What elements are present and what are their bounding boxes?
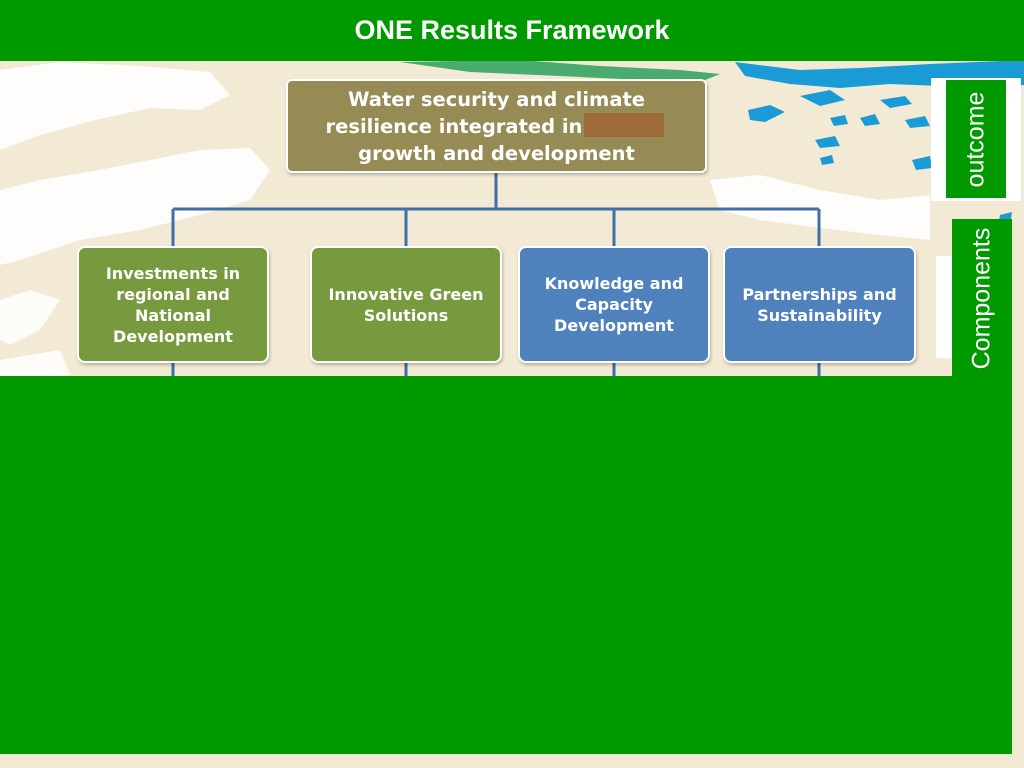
components-side-label-text: Components [967, 227, 996, 369]
component-label: Knowledge and Capacity Development [544, 274, 684, 335]
outcome-text-before: Water security and climate resilience in… [325, 87, 646, 138]
title-bar: ONE Results Framework [0, 0, 1024, 61]
outcome-text-after: growth and development [358, 141, 635, 165]
component-label: Investments in regional and National Dev… [105, 263, 241, 346]
component-knowledge-capacity: Knowledge and Capacity Development [518, 246, 710, 363]
components-side-label: Components [952, 219, 1012, 377]
page-title: ONE Results Framework [354, 15, 670, 45]
component-label: Partnerships and Sustainability [742, 284, 897, 325]
redacted-region [584, 112, 665, 137]
component-label: Innovative Green Solutions [328, 284, 484, 325]
outcome-side-label: outcome [946, 80, 1006, 198]
outcome-text: Water security and climate resilience in… [298, 86, 695, 167]
component-partnerships: Partnerships and Sustainability [723, 246, 916, 363]
component-innovative-green-solutions: Innovative Green Solutions [310, 246, 502, 363]
green-content-block [0, 376, 1012, 754]
outcome-box: Water security and climate resilience in… [286, 79, 707, 173]
outcome-side-label-text: outcome [961, 91, 990, 187]
component-investments: Investments in regional and National Dev… [77, 246, 269, 363]
